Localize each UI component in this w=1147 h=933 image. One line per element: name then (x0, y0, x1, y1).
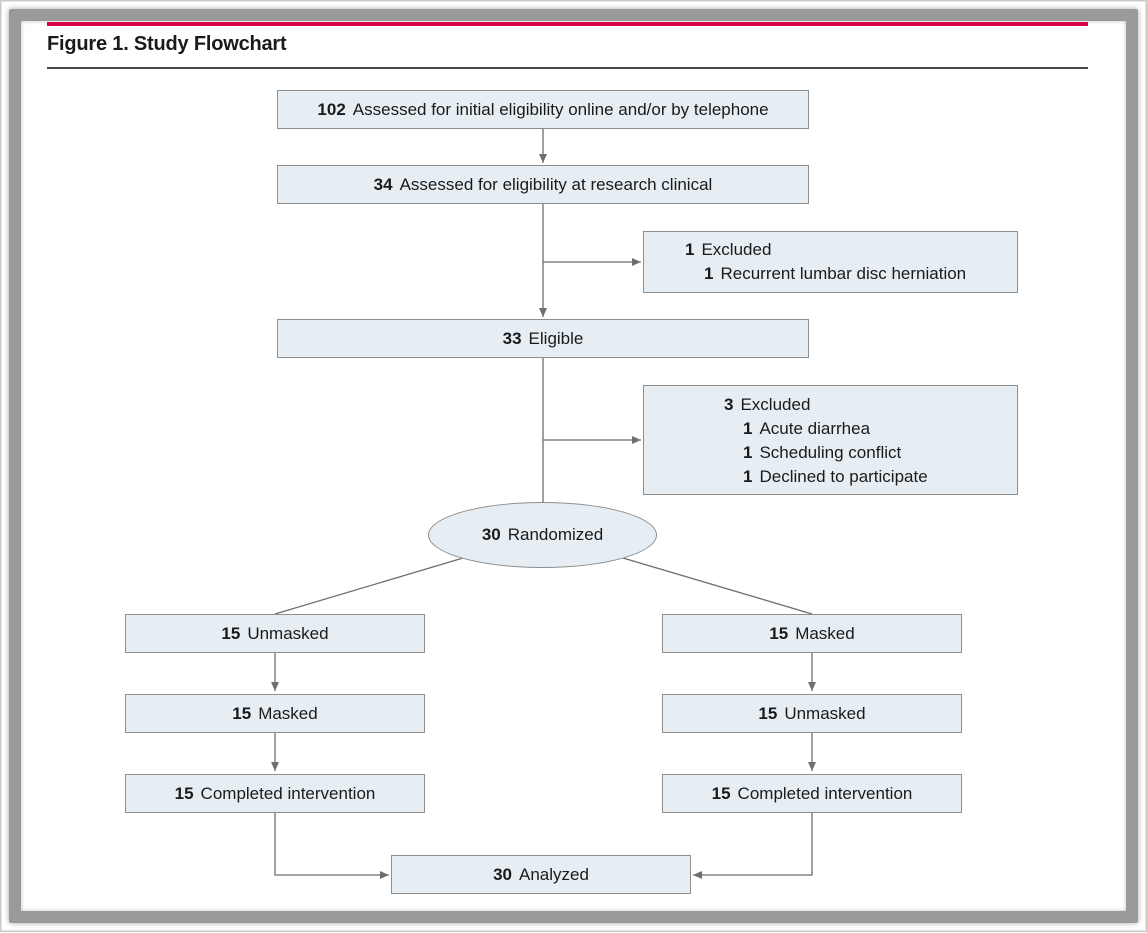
label: Recurrent lumbar disc herniation (720, 264, 967, 283)
label: Unmasked (784, 703, 866, 723)
title-rule (47, 67, 1088, 69)
count: 34 (373, 174, 393, 194)
node-eligible: 33 Eligible (277, 319, 809, 358)
node-left-arm-1: 15 Unmasked (125, 614, 425, 653)
count: 1 (685, 240, 695, 259)
label: Analyzed (518, 864, 589, 884)
label: Completed intervention (200, 783, 376, 803)
merge-right (693, 813, 813, 879)
exclusion-reason: 1 Recurrent lumbar disc herniation (704, 264, 966, 284)
split-right (622, 557, 813, 615)
label: Excluded (740, 395, 811, 414)
exclusion-reason: 1 Scheduling conflict (743, 443, 901, 463)
count: 15 (232, 703, 252, 723)
label: Acute diarrhea (759, 419, 871, 438)
exclusion-reason: 1 Acute diarrhea (743, 419, 870, 439)
node-assessed-clinic: 34 Assessed for eligibility at research c… (277, 165, 809, 204)
node-right-arm-1: 15 Masked (662, 614, 962, 653)
count: 1 (743, 467, 753, 486)
count: 15 (174, 783, 194, 803)
label: Excluded (701, 240, 772, 259)
label: Masked (258, 703, 318, 723)
label: Assessed for initial eligibility online … (352, 99, 769, 119)
count: 1 (743, 419, 753, 438)
label: Unmasked (247, 623, 329, 643)
label: Eligible (528, 328, 584, 348)
label: Scheduling conflict (759, 443, 902, 462)
count: 102 (317, 99, 346, 119)
label: Randomized (507, 525, 604, 544)
count: 15 (221, 623, 241, 643)
split-left (274, 557, 464, 615)
exclusion-reason: 1 Declined to participate (743, 467, 928, 487)
node-randomized: 30 Randomized (428, 502, 657, 568)
node-right-arm-2: 15 Unmasked (662, 694, 962, 733)
count: 30 (493, 864, 512, 884)
count: 15 (711, 783, 731, 803)
node-left-arm-3: 15 Completed intervention (125, 774, 425, 813)
count: 33 (502, 328, 522, 348)
accent-bar (47, 22, 1088, 26)
label: Declined to participate (759, 467, 928, 486)
node-analyzed: 30 Analyzed (391, 855, 691, 894)
node-right-arm-3: 15 Completed intervention (662, 774, 962, 813)
label: Completed intervention (737, 783, 913, 803)
count: 1 (743, 443, 753, 462)
count: 15 (758, 703, 778, 723)
node-left-arm-2: 15 Masked (125, 694, 425, 733)
node-assessed-online: 102 Assessed for initial eligibility onli… (277, 90, 809, 129)
count: 3 (724, 395, 734, 414)
count: 1 (704, 264, 714, 283)
count: 30 (481, 525, 501, 544)
count: 15 (769, 623, 789, 643)
merge-left (274, 813, 389, 879)
label: Assessed for eligibility at research cli… (399, 174, 713, 194)
label: Masked (795, 623, 855, 643)
figure-title: Figure 1. Study Flowchart (47, 33, 287, 55)
